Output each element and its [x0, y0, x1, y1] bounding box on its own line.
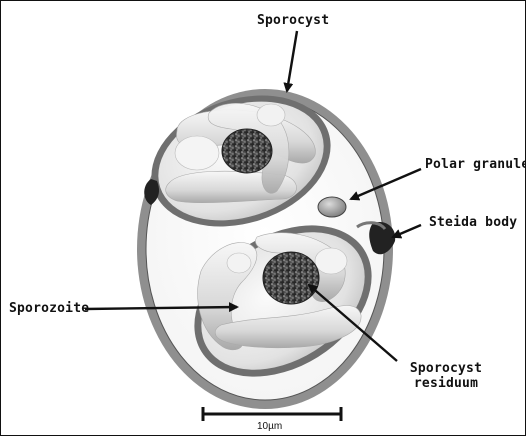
- label-polar-granule: Polar granule: [425, 157, 526, 172]
- scale-bar: [203, 407, 341, 421]
- polar-granule: [318, 197, 346, 217]
- scale-bar-label: 10µm: [257, 421, 282, 432]
- steida-body-pointer: [393, 225, 421, 237]
- sporocyst-pointer: [287, 31, 297, 91]
- label-sporocyst-residuum-line1: Sporocyst: [399, 361, 493, 376]
- label-sporocyst-residuum: Sporocyst residuum: [399, 361, 493, 391]
- label-sporozoite: Sporozoite: [9, 301, 89, 316]
- label-steida-body: Steida body: [429, 215, 517, 230]
- label-sporocyst-residuum-line2: residuum: [399, 376, 493, 391]
- lower-sporocyst-residuum: [263, 252, 319, 304]
- label-sporocyst: Sporocyst: [257, 13, 329, 28]
- upper-sporocyst-residuum: [222, 129, 272, 173]
